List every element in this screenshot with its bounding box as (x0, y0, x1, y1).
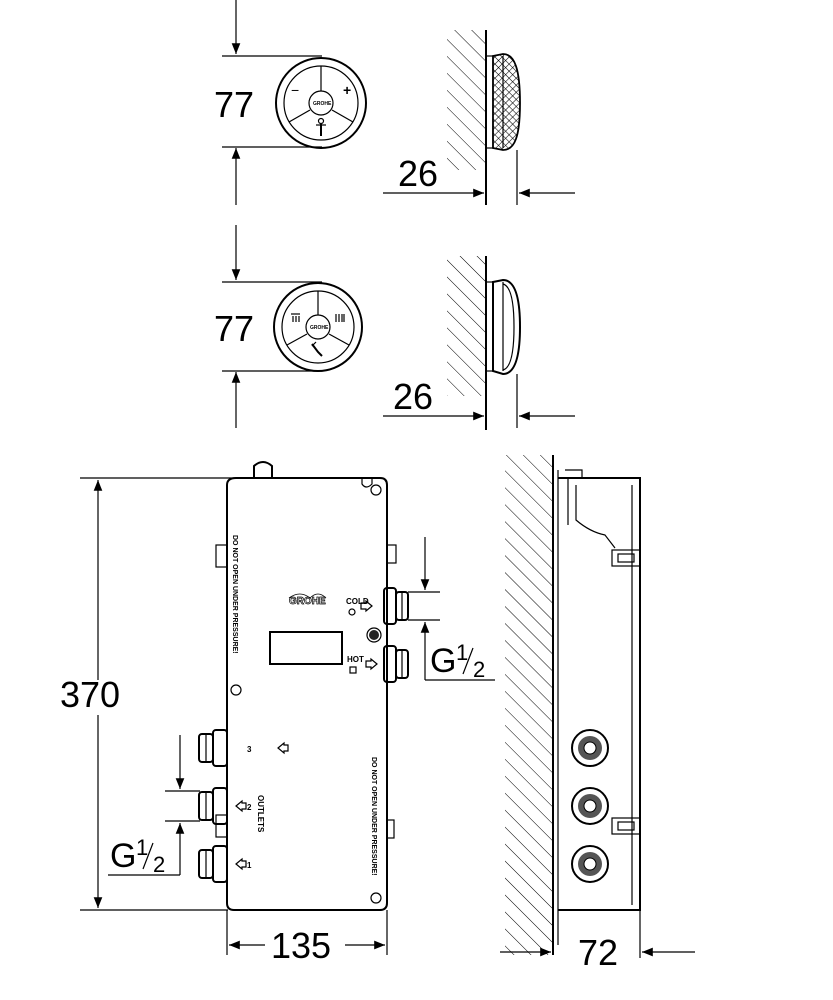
outlets-label: OUTLETS (256, 795, 265, 833)
thread-numerator: 1 (136, 835, 148, 860)
outlet-3-arrow-icon (277, 741, 289, 755)
bottom-control-side-view: 26 (383, 256, 575, 430)
knurled-knob (492, 53, 521, 151)
outlet-3-number: 3 (247, 745, 252, 754)
grohe-mini-logo: GROHE (313, 101, 332, 107)
shower-outlet-icon-right (335, 314, 345, 322)
knob-contour (502, 283, 515, 371)
display-window (269, 631, 343, 665)
side-clip (386, 544, 397, 564)
cover-latch-curve (575, 485, 616, 549)
wall-hatch (505, 455, 552, 955)
segment-divider (288, 109, 311, 123)
side-clip (611, 549, 641, 567)
outlet-3-fitting (198, 729, 228, 767)
side-clip (611, 817, 641, 835)
thread-numerator: 1 (456, 640, 468, 665)
warning-text-upper: DO NOT OPEN UNDER PRESSURE! (231, 535, 238, 654)
outlet-2-number: 2 (247, 803, 252, 812)
height-dimension-label: 77 (214, 308, 254, 349)
hot-label: HOT (347, 655, 364, 664)
outlet-port-1 (571, 845, 609, 883)
thermostat-box-side-view: 72 (500, 455, 695, 973)
top-control-front-view: 77 GROHE − + (214, 0, 367, 205)
outlet-1-fitting (198, 845, 228, 883)
sensor-ring (366, 627, 382, 643)
top-control-side-view: 26 (383, 30, 575, 205)
depth-dimension-label: 26 (398, 153, 438, 194)
depth-dimension-label: 26 (393, 376, 433, 417)
outlet-2-arrow-icon (235, 799, 247, 813)
thread-g: G (110, 837, 136, 875)
segment-divider (331, 109, 354, 123)
bottom-control-front-view: 77 GROHE (214, 225, 363, 428)
box-side-body (558, 477, 641, 911)
temperature-icon (316, 117, 326, 136)
inlet-thread-label: G 1 2 (430, 640, 485, 682)
outlet-thread-label: G 1 2 (110, 835, 165, 877)
thermostat-box-front-view: 370 DO NOT OPEN UNDER PRESSURE! DO NOT O… (60, 461, 495, 966)
outlet-1-number: 1 (247, 861, 252, 870)
warning-text-lower: DO NOT OPEN UNDER PRESSURE! (370, 757, 377, 876)
top-nipple (253, 461, 273, 478)
hot-inlet-fitting (383, 645, 409, 683)
wall-hatch (447, 30, 485, 170)
hot-symbol (349, 666, 357, 674)
mounting-plate (485, 55, 494, 149)
thread-g: G (430, 642, 456, 680)
cold-arrow-icon (360, 599, 373, 613)
sensor-cap (369, 630, 379, 640)
outlet-port-2 (571, 787, 609, 825)
side-clip (215, 814, 228, 838)
box-body (226, 477, 388, 911)
top-tab (565, 469, 583, 478)
thread-denominator: 2 (153, 852, 165, 877)
smooth-knob (492, 278, 522, 376)
mounting-plate (485, 281, 494, 372)
shower-outlet-icon-left (291, 313, 300, 322)
screw-hole (370, 484, 382, 496)
outlet-2-fitting (198, 787, 228, 825)
corner-tab (361, 477, 373, 488)
height-dimension-label: 77 (214, 84, 254, 125)
side-clip (386, 819, 395, 839)
mount-lug (230, 684, 242, 696)
segment-divider (286, 333, 308, 346)
outlet-1-arrow-icon (235, 857, 247, 871)
control-outer-ring (275, 57, 367, 149)
hot-arrow-icon (365, 657, 378, 671)
box-width-label: 135 (271, 925, 331, 966)
screw-hole (370, 892, 382, 904)
cold-inlet-fitting (383, 587, 409, 625)
hand-shower-icon (311, 341, 323, 357)
wall-hatch (447, 256, 485, 396)
cold-symbol (348, 608, 356, 616)
grohe-logo-wave (288, 593, 327, 599)
box-height-label: 370 (60, 674, 120, 715)
minus-symbol: − (291, 82, 299, 98)
side-clip-inner (617, 821, 635, 831)
control-outer-ring (273, 282, 363, 372)
grohe-logo: GROHE (288, 593, 327, 607)
grohe-mini-logo: GROHE (310, 325, 329, 331)
outlet-port-3 (571, 729, 609, 767)
thread-denominator: 2 (473, 657, 485, 682)
segment-divider (328, 333, 350, 346)
plus-symbol: + (343, 82, 351, 98)
grohe-logo-text: GROHE (289, 596, 326, 607)
cold-label: COLD (346, 597, 369, 606)
side-clip-inner (617, 553, 635, 563)
side-depth-label: 72 (578, 932, 618, 973)
side-clip (215, 544, 228, 568)
